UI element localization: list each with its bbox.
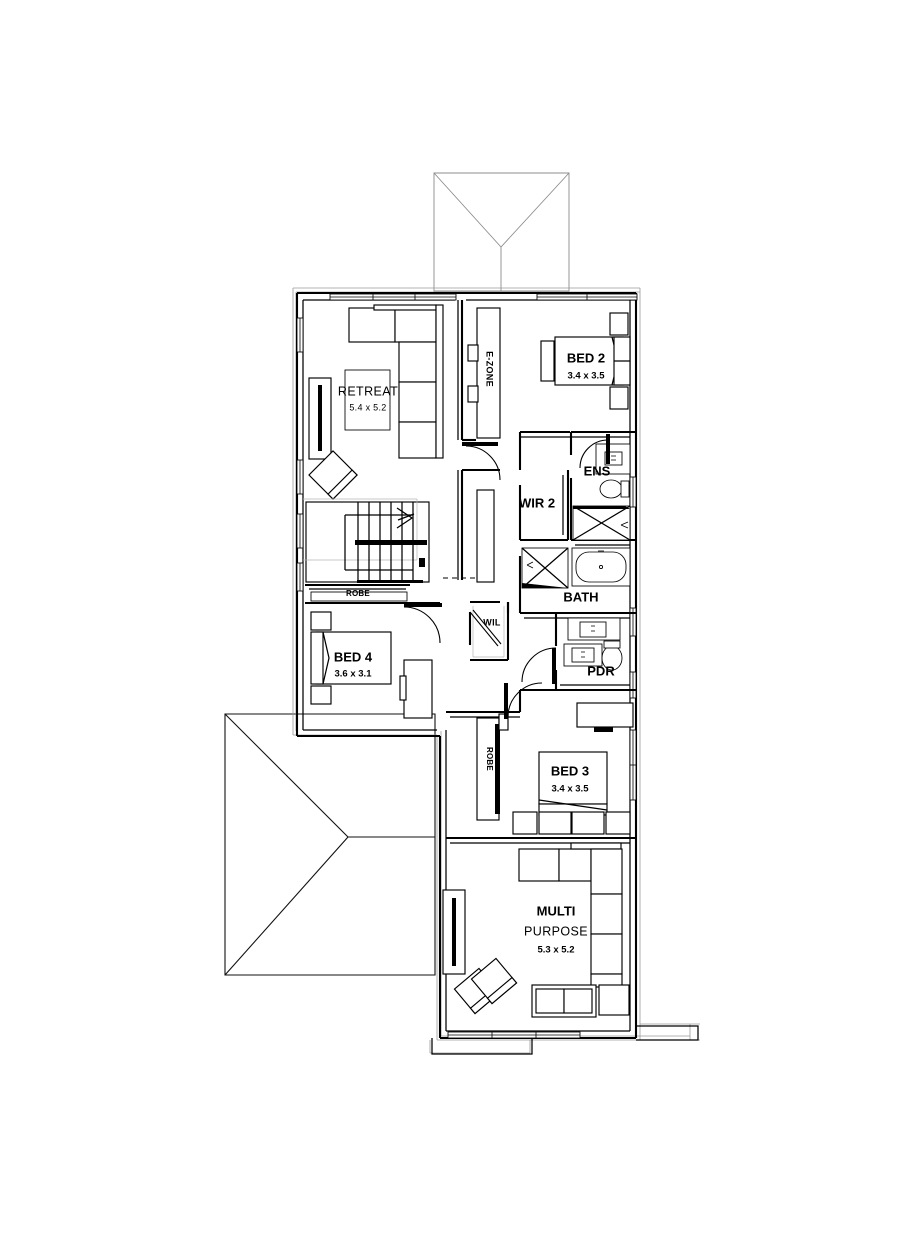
bed3-desk [576, 702, 634, 732]
bathroom-vanity [567, 617, 621, 641]
multipurpose-loveseat [531, 984, 597, 1018]
corridor-cabinet [476, 489, 495, 583]
label-bed3: BED 3 [551, 763, 589, 778]
retreat-furniture [308, 304, 444, 500]
window-multipurpose-south [447, 1031, 581, 1039]
label-retreat-dimensions: 5.4 x 5.2 [349, 402, 386, 412]
bed3-nightstand-center [538, 811, 572, 835]
upper-portico-hip-roof [433, 172, 570, 292]
multipurpose-l-sofa [518, 842, 623, 988]
label-multi-dimensions: 5.3 x 5.2 [538, 945, 575, 956]
retreat-tv-unit [308, 377, 332, 460]
door-ezone [462, 442, 501, 481]
bed3-nightstand-right [605, 811, 631, 835]
window-retreat-north [329, 293, 457, 301]
bed3-furniture [476, 702, 634, 835]
window-stair-west-2 [296, 562, 304, 592]
label-ezone: E-ZONE [485, 351, 495, 387]
label-purpose: PURPOSE [524, 924, 588, 938]
bed2-nightstand-top [609, 312, 629, 336]
window-pdr-east [629, 671, 637, 699]
window-bed3-east [629, 729, 637, 801]
doors [403, 434, 610, 719]
bed3-nightstand-center2 [571, 811, 605, 835]
label-robe-bed4: ROBE [346, 589, 370, 598]
window-bed2-north [536, 293, 638, 301]
label-retreat: RETREAT [338, 384, 398, 398]
bed4-furniture [310, 591, 433, 719]
bed4-nightstand-top [310, 611, 332, 631]
door-pdr [521, 647, 557, 684]
door-ens [579, 434, 610, 469]
window-ens-east [629, 476, 637, 508]
multipurpose-armchair-2 [470, 957, 518, 1005]
ensuite-shower [572, 505, 631, 541]
bed3-nightstand-left [512, 811, 538, 835]
multipurpose-furniture [442, 842, 630, 1018]
label-wil: WIL [483, 617, 501, 627]
room-labels: RETREAT 5.4 x 5.2 BED 2 3.4 x 3.5 BED 3 … [334, 350, 615, 955]
label-bath: BATH [563, 589, 598, 604]
windows-left-wall [296, 317, 304, 592]
window-stair-west [296, 513, 304, 549]
bed2-nightstand-bottom [609, 386, 629, 410]
ensuite-vanity [595, 443, 631, 475]
windows-top-wall [329, 293, 638, 301]
ezone-furniture [467, 307, 501, 583]
bed4-wardrobe [399, 659, 433, 719]
label-bed4-dimensions: 3.6 x 3.1 [335, 669, 373, 680]
door-bed3 [504, 682, 543, 719]
bed2-bed [540, 336, 624, 386]
label-wir2: WIR 2 [519, 495, 555, 510]
bed2-wardrobe [613, 336, 631, 386]
window-retreat-west-1 [296, 317, 304, 353]
multipurpose-tv-unit [442, 889, 466, 975]
door-wil [469, 609, 502, 647]
retreat-coffee-table [344, 369, 391, 431]
retreat-armchair [308, 450, 358, 500]
powder-vanity [563, 643, 603, 667]
bathroom-fixtures [521, 547, 631, 641]
staircase [303, 498, 430, 583]
label-bed3-dimensions: 3.4 x 3.5 [552, 784, 590, 795]
ensuite-fixtures [572, 443, 631, 541]
bathroom-shower [521, 547, 569, 589]
bed4-nightstand-bottom [310, 685, 332, 705]
label-multi: MULTI [537, 903, 576, 918]
windows-right-wall [629, 476, 637, 801]
bed3-robe [476, 713, 509, 821]
label-ens: ENS [584, 463, 611, 478]
label-bed2: BED 2 [567, 350, 605, 365]
powder-toilet [601, 640, 623, 671]
label-pdr: PDR [587, 663, 615, 678]
label-bed4: BED 4 [334, 649, 373, 664]
lower-garage-hip-roof [224, 713, 436, 976]
ensuite-toilet [599, 479, 630, 499]
bed4-bed [310, 631, 392, 685]
retreat-l-sofa [348, 304, 444, 459]
multipurpose-side-chair [598, 984, 630, 1016]
bed4-robe-shelf [310, 591, 408, 602]
label-robe-bed3: ROBE [485, 747, 494, 771]
bed3-bed [538, 751, 608, 816]
bed2-furniture [540, 312, 631, 410]
bathtub [571, 547, 631, 587]
label-bed2-dimensions: 3.4 x 3.5 [568, 371, 606, 382]
powder-room-fixtures [563, 640, 623, 671]
window-retreat-west-2 [296, 459, 304, 495]
door-bed4 [403, 603, 442, 644]
